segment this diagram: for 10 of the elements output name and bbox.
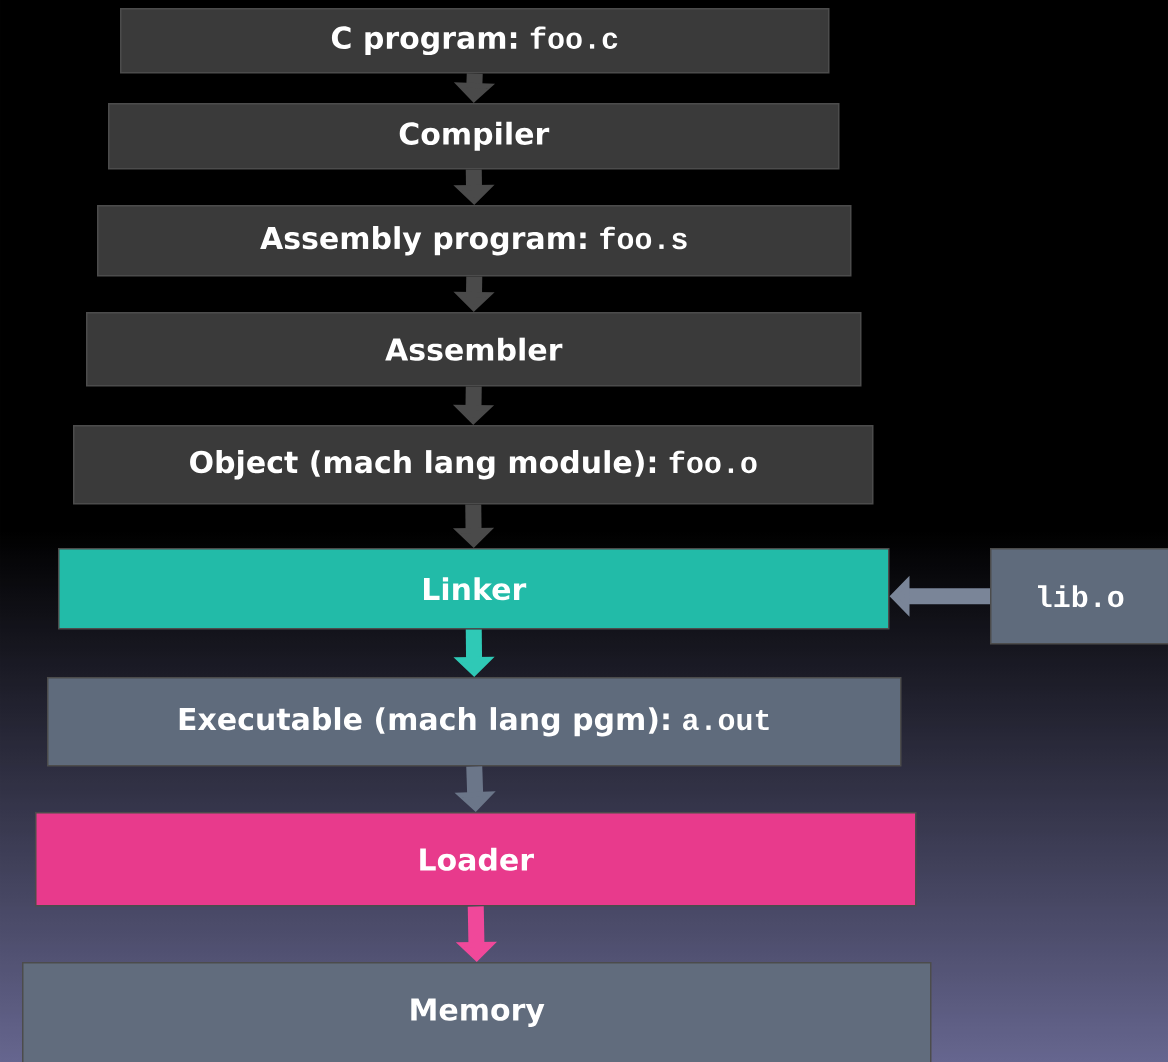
source-box: lib.o <box>990 548 1168 645</box>
process-box: C program: foo.c <box>120 8 830 74</box>
process-box: Compiler <box>108 103 840 170</box>
process-box: Executable (mach lang pgm): a.out <box>47 677 902 767</box>
process-box: Memory <box>22 962 932 1062</box>
process-box: Linker <box>58 548 890 630</box>
process-box: Loader <box>35 812 917 907</box>
process-box: Assembly program: foo.s <box>97 205 852 277</box>
process-box: Object (mach lang module): foo.o <box>73 425 874 505</box>
process-box: Assembler <box>86 312 862 387</box>
